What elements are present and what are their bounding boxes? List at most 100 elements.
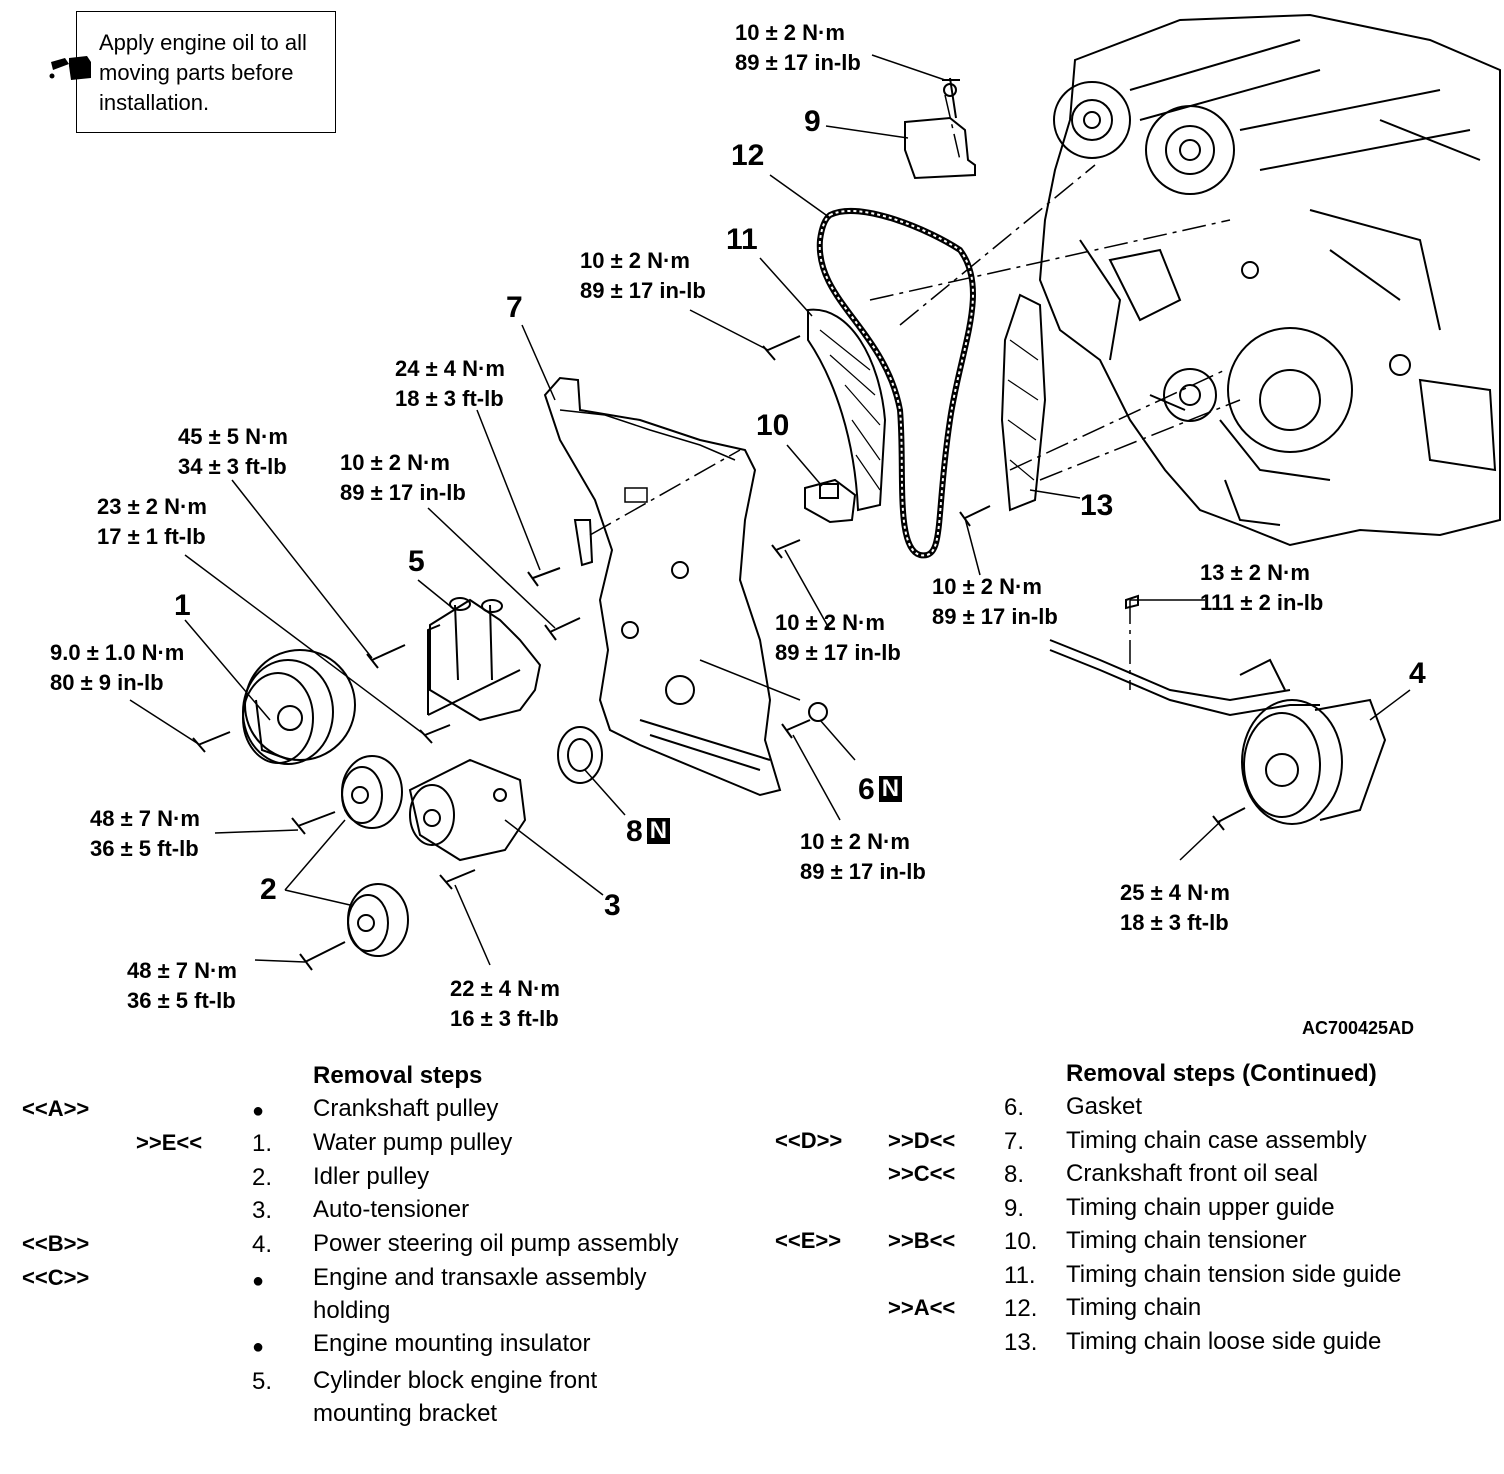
step-text: Water pump pulley bbox=[313, 1129, 513, 1156]
step-text: Timing chain tensioner bbox=[1066, 1227, 1307, 1254]
steps-heading-right: Removal steps (Continued) bbox=[1066, 1060, 1377, 1087]
step-number: 10. bbox=[1004, 1228, 1038, 1255]
camshaft-sprocket-exhaust bbox=[1145, 105, 1235, 195]
step-text: mounting bracket bbox=[313, 1400, 498, 1427]
step-number: 4. bbox=[252, 1231, 273, 1258]
oil-application-note: Apply engine oil to all moving parts bef… bbox=[49, 11, 336, 133]
step-ref: <<C>> bbox=[22, 1265, 90, 1290]
step-text: Timing chain case assembly bbox=[1066, 1127, 1367, 1154]
mounting-bracket bbox=[429, 598, 542, 722]
step-ref: >>A<< bbox=[888, 1295, 956, 1320]
step-text: holding bbox=[313, 1297, 391, 1324]
step-text: Power steering oil pump assembly bbox=[313, 1230, 679, 1257]
leader-lines bbox=[129, 54, 1411, 966]
alignment-lines bbox=[589, 94, 1241, 690]
note-line-2: moving parts before bbox=[99, 60, 294, 85]
step-number: 3. bbox=[252, 1197, 273, 1224]
callout-11: 11 bbox=[726, 223, 758, 256]
tension-side-guide bbox=[807, 308, 887, 512]
chain-tensioner bbox=[804, 478, 857, 524]
upper-guide bbox=[904, 116, 976, 180]
step-ref: >>C<< bbox=[888, 1161, 956, 1186]
callout-9: 9 bbox=[804, 105, 821, 138]
new-part-mark: N bbox=[878, 776, 903, 802]
new-part-mark: N bbox=[646, 818, 671, 844]
auto-tensioner bbox=[408, 758, 527, 862]
oil-pump bbox=[1227, 327, 1353, 453]
timing-chain-case bbox=[543, 376, 782, 797]
step-ref: >>E<< bbox=[136, 1130, 203, 1155]
step-bullet: ● bbox=[252, 1336, 265, 1358]
step-text: Engine mounting insulator bbox=[313, 1330, 591, 1357]
engine-block bbox=[1038, 13, 1501, 547]
loose-side-guide bbox=[1000, 293, 1047, 512]
callout-2: 2 bbox=[260, 873, 277, 906]
step-text: Timing chain upper guide bbox=[1066, 1194, 1335, 1221]
callout-13: 13 bbox=[1080, 489, 1114, 522]
figure-id: AC700425AD bbox=[1302, 1018, 1415, 1038]
step-number: 11. bbox=[1004, 1262, 1036, 1289]
step-number: 12. bbox=[1004, 1295, 1038, 1322]
step-ref: <<B>> bbox=[22, 1231, 90, 1256]
step-text: Crankshaft front oil seal bbox=[1066, 1160, 1319, 1187]
step-ref: <<E>> bbox=[775, 1228, 842, 1253]
callout-12: 12 bbox=[731, 139, 765, 172]
step-ref: >>D<< bbox=[888, 1128, 956, 1153]
camshaft-sprocket-intake bbox=[1053, 81, 1131, 159]
step-text: Timing chain bbox=[1066, 1294, 1202, 1321]
step-text: Timing chain loose side guide bbox=[1066, 1328, 1382, 1355]
step-ref: <<A>> bbox=[22, 1096, 90, 1121]
crankshaft-oil-seal bbox=[557, 726, 603, 784]
step-ref: <<D>> bbox=[775, 1128, 843, 1153]
steps-heading-left: Removal steps bbox=[313, 1062, 483, 1089]
step-text: Gasket bbox=[1066, 1093, 1143, 1120]
step-number: 8. bbox=[1004, 1161, 1025, 1188]
callout-1: 1 bbox=[174, 589, 191, 622]
callout-4: 4 bbox=[1409, 657, 1426, 690]
step-number: 1. bbox=[252, 1130, 273, 1157]
step-text: Engine and transaxle assembly bbox=[313, 1264, 647, 1291]
callout-3: 3 bbox=[604, 889, 621, 922]
step-number: 9. bbox=[1004, 1195, 1025, 1222]
step-text: Auto-tensioner bbox=[313, 1196, 470, 1223]
step-number: 5. bbox=[252, 1368, 273, 1395]
step-bullet: ● bbox=[252, 1100, 265, 1122]
step-number: 7. bbox=[1004, 1128, 1025, 1155]
callout-7: 7 bbox=[506, 291, 523, 324]
step-number: 6. bbox=[1004, 1094, 1025, 1121]
step-text: Cylinder block engine front bbox=[313, 1367, 598, 1394]
crankshaft-sprocket bbox=[1163, 368, 1217, 422]
step-text: Crankshaft pulley bbox=[313, 1095, 499, 1122]
step-number: 2. bbox=[252, 1164, 273, 1191]
callout-5: 5 bbox=[408, 545, 425, 578]
step-text: Timing chain tension side guide bbox=[1066, 1261, 1402, 1288]
step-number: 13. bbox=[1004, 1329, 1038, 1356]
step-bullet: ● bbox=[252, 1270, 265, 1292]
crankshaft-pulley bbox=[242, 649, 356, 765]
timing-chain bbox=[816, 208, 976, 559]
idler-pulleys bbox=[341, 755, 409, 957]
oil-can-icon bbox=[49, 56, 91, 80]
step-ref: >>B<< bbox=[888, 1228, 956, 1253]
step-text: Idler pulley bbox=[313, 1163, 430, 1190]
note-line-3: installation. bbox=[99, 90, 210, 115]
note-line-1: Apply engine oil to all bbox=[99, 30, 307, 55]
